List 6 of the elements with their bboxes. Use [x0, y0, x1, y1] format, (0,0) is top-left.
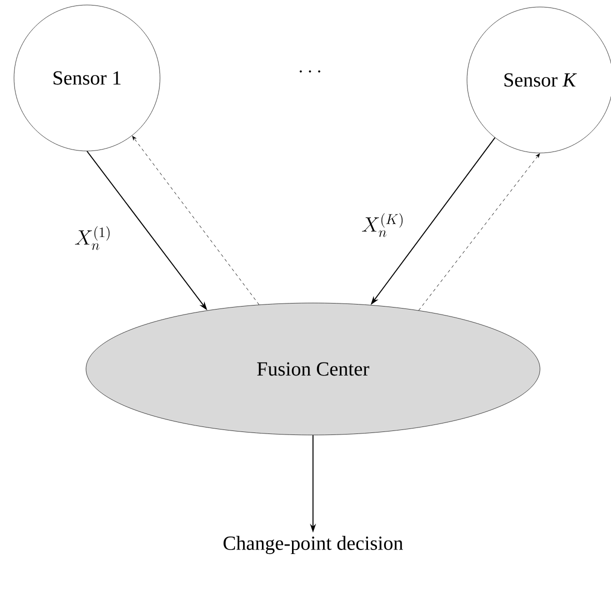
edge-label: $X_n^{(K)}$ — [360, 212, 406, 238]
edge-label: $X_n^{(1)}$ — [74, 225, 112, 251]
arrow — [132, 136, 260, 305]
arrow — [418, 153, 540, 311]
decision-text: Change-point decision — [224, 536, 403, 554]
ellipsis-dots: $\cdots$ — [300, 70, 320, 73]
